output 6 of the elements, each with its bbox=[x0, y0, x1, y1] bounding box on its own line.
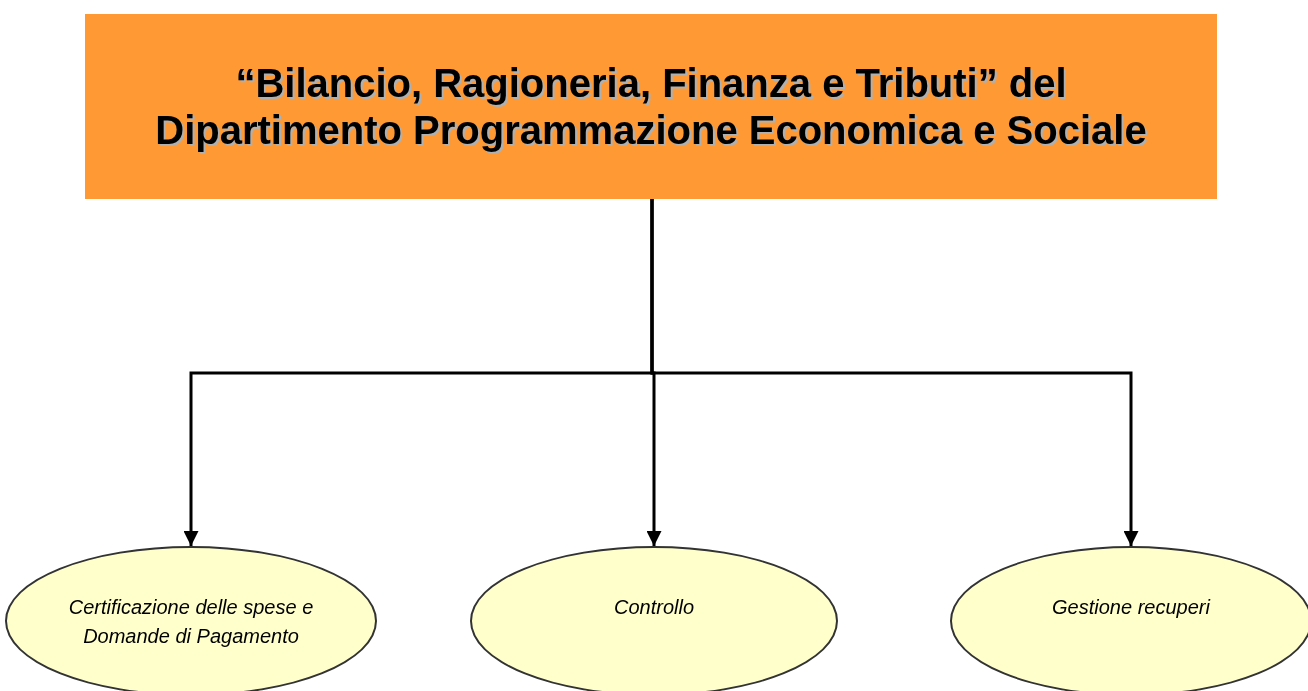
title-text: “Bilancio, Ragioneria, Finanza e Tributi” del Dipartimento Programmazione Economica e Sociale bbox=[154, 59, 1148, 154]
unit-label: Gestione recuperi bbox=[1052, 595, 1210, 620]
title-box bbox=[85, 14, 1217, 199]
connector-arrow bbox=[650, 199, 1139, 546]
unit-label: Certificazione delle spese e Domande di Pagamento bbox=[67, 595, 315, 649]
unit-label: Controllo bbox=[613, 595, 694, 620]
